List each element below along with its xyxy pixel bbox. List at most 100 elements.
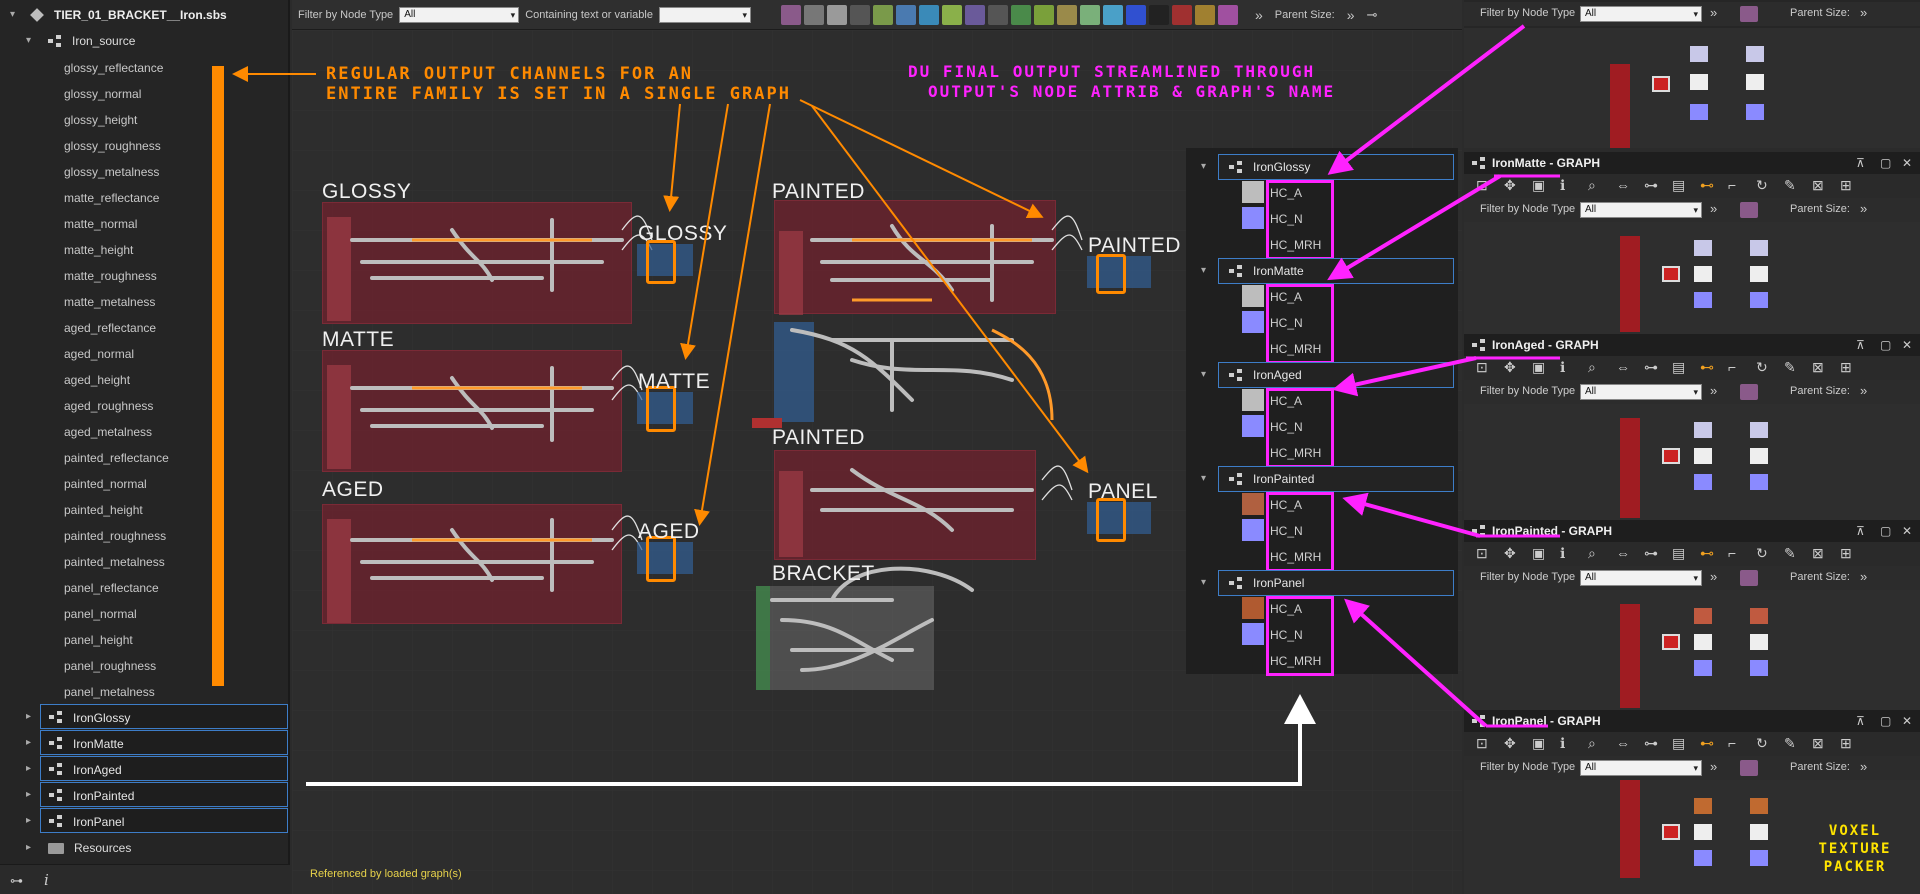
output-item[interactable]: aged_reflectance [0,315,290,341]
output-item[interactable]: glossy_height [0,107,290,133]
chevron-right-icon[interactable]: » [1860,569,1868,584]
maximize-icon[interactable]: ▢ [1880,156,1892,170]
panel-tool-icon[interactable]: ⇔ [1616,359,1630,375]
filter-select[interactable]: All [1580,760,1702,776]
panel-tool-icon[interactable]: ⊶ [1644,177,1658,193]
chevron-down-icon[interactable]: ▾ [26,35,32,46]
chevron-right-icon[interactable]: » [1710,383,1718,398]
panel-tool-icon[interactable]: ℹ [1560,735,1566,751]
node-tool-icon[interactable] [987,4,1008,25]
output-channel[interactable]: HC_MRH [1270,342,1322,356]
output-graph-header[interactable]: ▾IronGlossy [1201,154,1454,180]
panel-tool-icon[interactable]: ▤ [1672,545,1686,561]
panel-tool-icon[interactable]: ⊞ [1840,359,1852,375]
filter-select[interactable]: All [1580,570,1702,586]
panel-tool-icon[interactable]: ⌕ [1588,735,1596,751]
node-tool-icon[interactable] [918,4,939,25]
panel-tool-icon[interactable]: ⊷ [1700,545,1714,561]
top-mini-canvas[interactable] [1464,28,1920,148]
node-tool-icon[interactable] [1217,4,1238,25]
node-tool-icon[interactable] [849,4,870,25]
output-graph-header[interactable]: ▾IronAged [1201,362,1454,388]
graph-panel[interactable]: IronPainted - GRAPH⊼▢✕⊡✥▣ℹ⌕⇔⊶▤⊷⌐↻✎⊠⊞Filt… [1464,520,1920,710]
panel-tool-icon[interactable]: ⊡ [1476,177,1488,193]
maximize-icon[interactable]: ▢ [1880,338,1892,352]
panel-tool-icon[interactable]: ⌐ [1728,735,1737,751]
panel-tool-icon[interactable]: ▣ [1532,545,1546,561]
output-item[interactable]: matte_height [0,237,290,263]
panel-tool-icon[interactable]: ✎ [1784,359,1796,375]
panel-tool-icon[interactable]: ▤ [1672,359,1686,375]
output-channel[interactable]: HC_A [1270,186,1303,200]
close-icon[interactable]: ✕ [1902,338,1913,352]
chevron-right-icon[interactable]: ▸ [26,815,32,826]
chevron-right-icon[interactable]: » [1710,5,1718,20]
panel-tool-icon[interactable]: ↻ [1756,359,1768,375]
panel-tool-icon[interactable]: ✥ [1504,545,1516,561]
graph-item[interactable]: ▸IronPainted [0,782,290,808]
package-row[interactable]: ▾ TIER_01_BRACKET__Iron.sbs [0,2,290,28]
chevron-right-icon[interactable]: ▸ [26,842,32,853]
output-item[interactable]: panel_reflectance [0,575,290,601]
node-tool-icon[interactable] [1125,4,1146,25]
node-tool-icon[interactable] [964,4,985,25]
output-channel[interactable]: HC_N [1270,524,1303,538]
node-tool-icon[interactable] [1079,4,1100,25]
panel-tool-icon[interactable]: ⊷ [1700,735,1714,751]
panel-tool-icon[interactable]: ✎ [1784,177,1796,193]
chevron-right-icon[interactable]: » [1860,383,1868,398]
panel-tool-icon[interactable]: ⊡ [1476,545,1488,561]
output-item[interactable]: matte_reflectance [0,185,290,211]
close-icon[interactable]: ✕ [1902,714,1913,728]
chevron-down-icon[interactable]: ▾ [1201,473,1207,484]
output-item[interactable]: aged_metalness [0,419,290,445]
chevron-right-icon[interactable]: ▸ [26,711,32,722]
node-tool-icon[interactable] [1010,4,1031,25]
chevron-right-icon[interactable]: » [1254,6,1263,23]
output-item[interactable]: aged_normal [0,341,290,367]
output-item[interactable]: painted_reflectance [0,445,290,471]
chevron-right-icon[interactable]: » [1710,759,1718,774]
output-item[interactable]: panel_height [0,627,290,653]
panel-tool-icon[interactable]: ⊷ [1700,177,1714,193]
panel-mini-canvas[interactable] [1464,222,1920,334]
chevron-down-icon[interactable]: ▾ [1201,265,1207,276]
chevron-right-icon[interactable]: » [1860,759,1868,774]
node-tool-icon[interactable] [872,4,893,25]
panel-tool-icon[interactable]: ℹ [1560,359,1566,375]
chevron-right-icon[interactable]: ▸ [26,737,32,748]
output-item[interactable]: matte_normal [0,211,290,237]
output-item[interactable]: glossy_reflectance [0,55,290,81]
image-icon[interactable] [1740,6,1758,22]
panel-tool-icon[interactable]: ⌐ [1728,359,1737,375]
panel-tool-icon[interactable]: ℹ [1560,177,1566,193]
node-tool-icon[interactable] [895,4,916,25]
panel-tool-icon[interactable]: ↻ [1756,545,1768,561]
node-tool-icon[interactable] [1171,4,1192,25]
panel-tool-icon[interactable]: ↻ [1756,735,1768,751]
chevron-right-icon[interactable]: » [1860,5,1868,20]
chevron-down-icon[interactable]: ▾ [1201,577,1207,588]
panel-tool-icon[interactable]: ⇔ [1616,735,1630,751]
link-icon[interactable]: ⊸ [1366,6,1378,22]
output-channel[interactable]: HC_MRH [1270,654,1322,668]
panel-tool-icon[interactable]: ⌕ [1588,177,1596,193]
output-item[interactable]: aged_height [0,367,290,393]
panel-tool-icon[interactable]: ✥ [1504,177,1516,193]
output-channel[interactable]: HC_N [1270,628,1303,642]
output-channel[interactable]: HC_A [1270,394,1303,408]
chevron-down-icon[interactable]: ▾ [1201,369,1207,380]
panel-tool-icon[interactable]: ▣ [1532,177,1546,193]
image-icon[interactable] [1740,202,1758,218]
panel-tool-icon[interactable]: ⌐ [1728,545,1737,561]
panel-tool-icon[interactable]: ⊡ [1476,735,1488,751]
pin-icon[interactable]: ⊼ [1856,338,1865,352]
node-tool-icon[interactable] [803,4,824,25]
panel-tool-icon[interactable]: ✥ [1504,359,1516,375]
node-tool-icon[interactable] [780,4,801,25]
panel-tool-icon[interactable]: ⊠ [1812,177,1824,193]
output-channel[interactable]: HC_MRH [1270,446,1322,460]
panel-tool-icon[interactable]: ⊶ [1644,545,1658,561]
chevron-right-icon[interactable]: » [1860,201,1868,216]
panel-tool-icon[interactable]: ⊞ [1840,545,1852,561]
